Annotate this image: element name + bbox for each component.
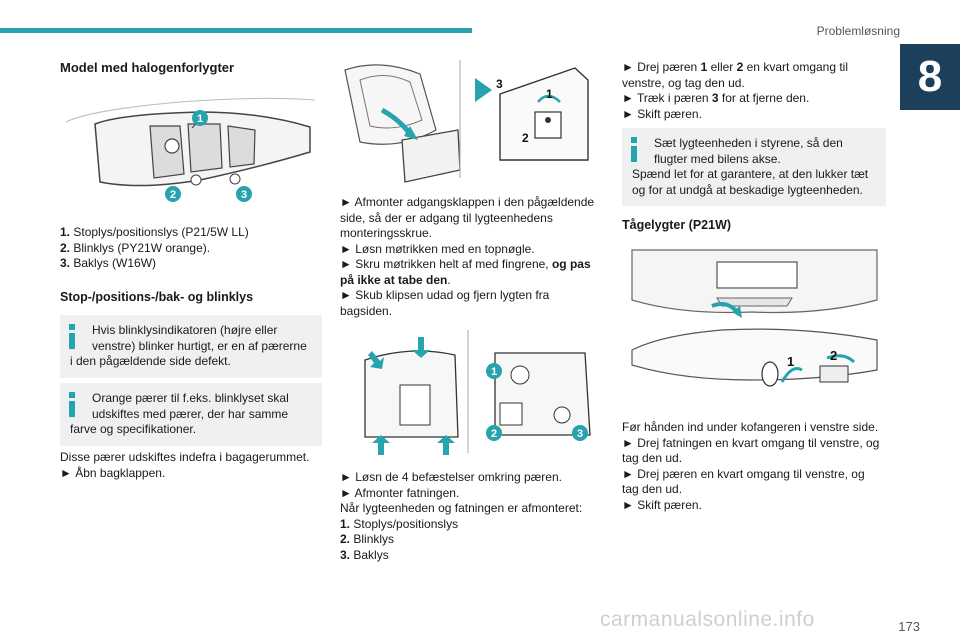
steps-fog: Før hånden ind under kofangeren i venstr…	[622, 420, 880, 512]
svg-text:3: 3	[577, 428, 583, 440]
heading-fog-lights: Tågelygter (P21W)	[622, 218, 732, 232]
figure-access-flap: 3 1 2	[344, 60, 589, 183]
paragraph-inside-trunk: Disse pærer udskiftes indefra i bagageru…	[60, 450, 310, 480]
list-item: 1. Stoplys/positionslys	[340, 516, 459, 531]
callout-3: 3	[241, 189, 247, 201]
arrow-up-icon	[372, 435, 390, 455]
list-item: 1. Stoplys/positionslys (P21/5W LL)	[60, 225, 249, 239]
section-title: Problemløsning	[816, 24, 900, 38]
svg-text:3: 3	[496, 77, 503, 91]
list-item: 2. Blinklys (PY21W orange).	[60, 240, 211, 255]
svg-text:2: 2	[830, 348, 837, 363]
info-icon	[69, 324, 75, 350]
callout-1: 1	[197, 113, 203, 125]
steps-1: ► Afmonter adgangsklappen i den pågælden…	[340, 195, 595, 318]
info-note-1: Hvis blinklysindikatoren (højre eller ve…	[60, 315, 322, 378]
svg-text:1: 1	[491, 366, 497, 378]
list-item: 2. Blinklys	[340, 532, 395, 546]
figure-fasteners: 1 2 3	[364, 330, 591, 455]
header-accent-bar	[0, 28, 472, 33]
info-icon	[69, 392, 75, 418]
arrow-down-icon	[412, 337, 430, 358]
info-note-2: Orange pærer til f.eks. blinklyset skal …	[60, 383, 322, 446]
steps-bulb: ► Drej pæren 1 eller 2 en kvart omgang t…	[622, 60, 849, 121]
callout-2: 2	[170, 189, 176, 201]
figure-rear-light-cluster: 1 2 3	[65, 97, 316, 202]
steps-2: ► Løsn de 4 befæstelser omkring pæren. ►…	[340, 470, 602, 563]
figure-fog-light: 1 2	[631, 249, 878, 387]
page-number: 173	[898, 619, 920, 634]
chapter-badge: 8	[900, 44, 960, 110]
list-item: 3. Baklys	[340, 547, 389, 562]
callout-1-circle	[192, 110, 208, 126]
svg-text:1: 1	[787, 354, 794, 369]
list-item: 3. Baklys (W16W)	[60, 256, 157, 270]
watermark: carmanualsonline.info	[600, 608, 815, 631]
svg-text:2: 2	[491, 428, 497, 440]
info-icon	[631, 137, 637, 163]
arrow-right-icon	[475, 78, 492, 102]
svg-text:1: 1	[546, 87, 553, 101]
heading-halogen: Model med halogenforlygter	[60, 60, 235, 75]
bulb-list: 1. Stoplys/positionslys (P21/5W LL) 2. B…	[60, 225, 322, 272]
info-note-3: Sæt lygteenheden i styrene, så den flugt…	[622, 128, 886, 206]
svg-text:2: 2	[522, 131, 529, 145]
subheading-stop-lights: Stop-/positions-/bak- og blinklys	[60, 290, 254, 304]
